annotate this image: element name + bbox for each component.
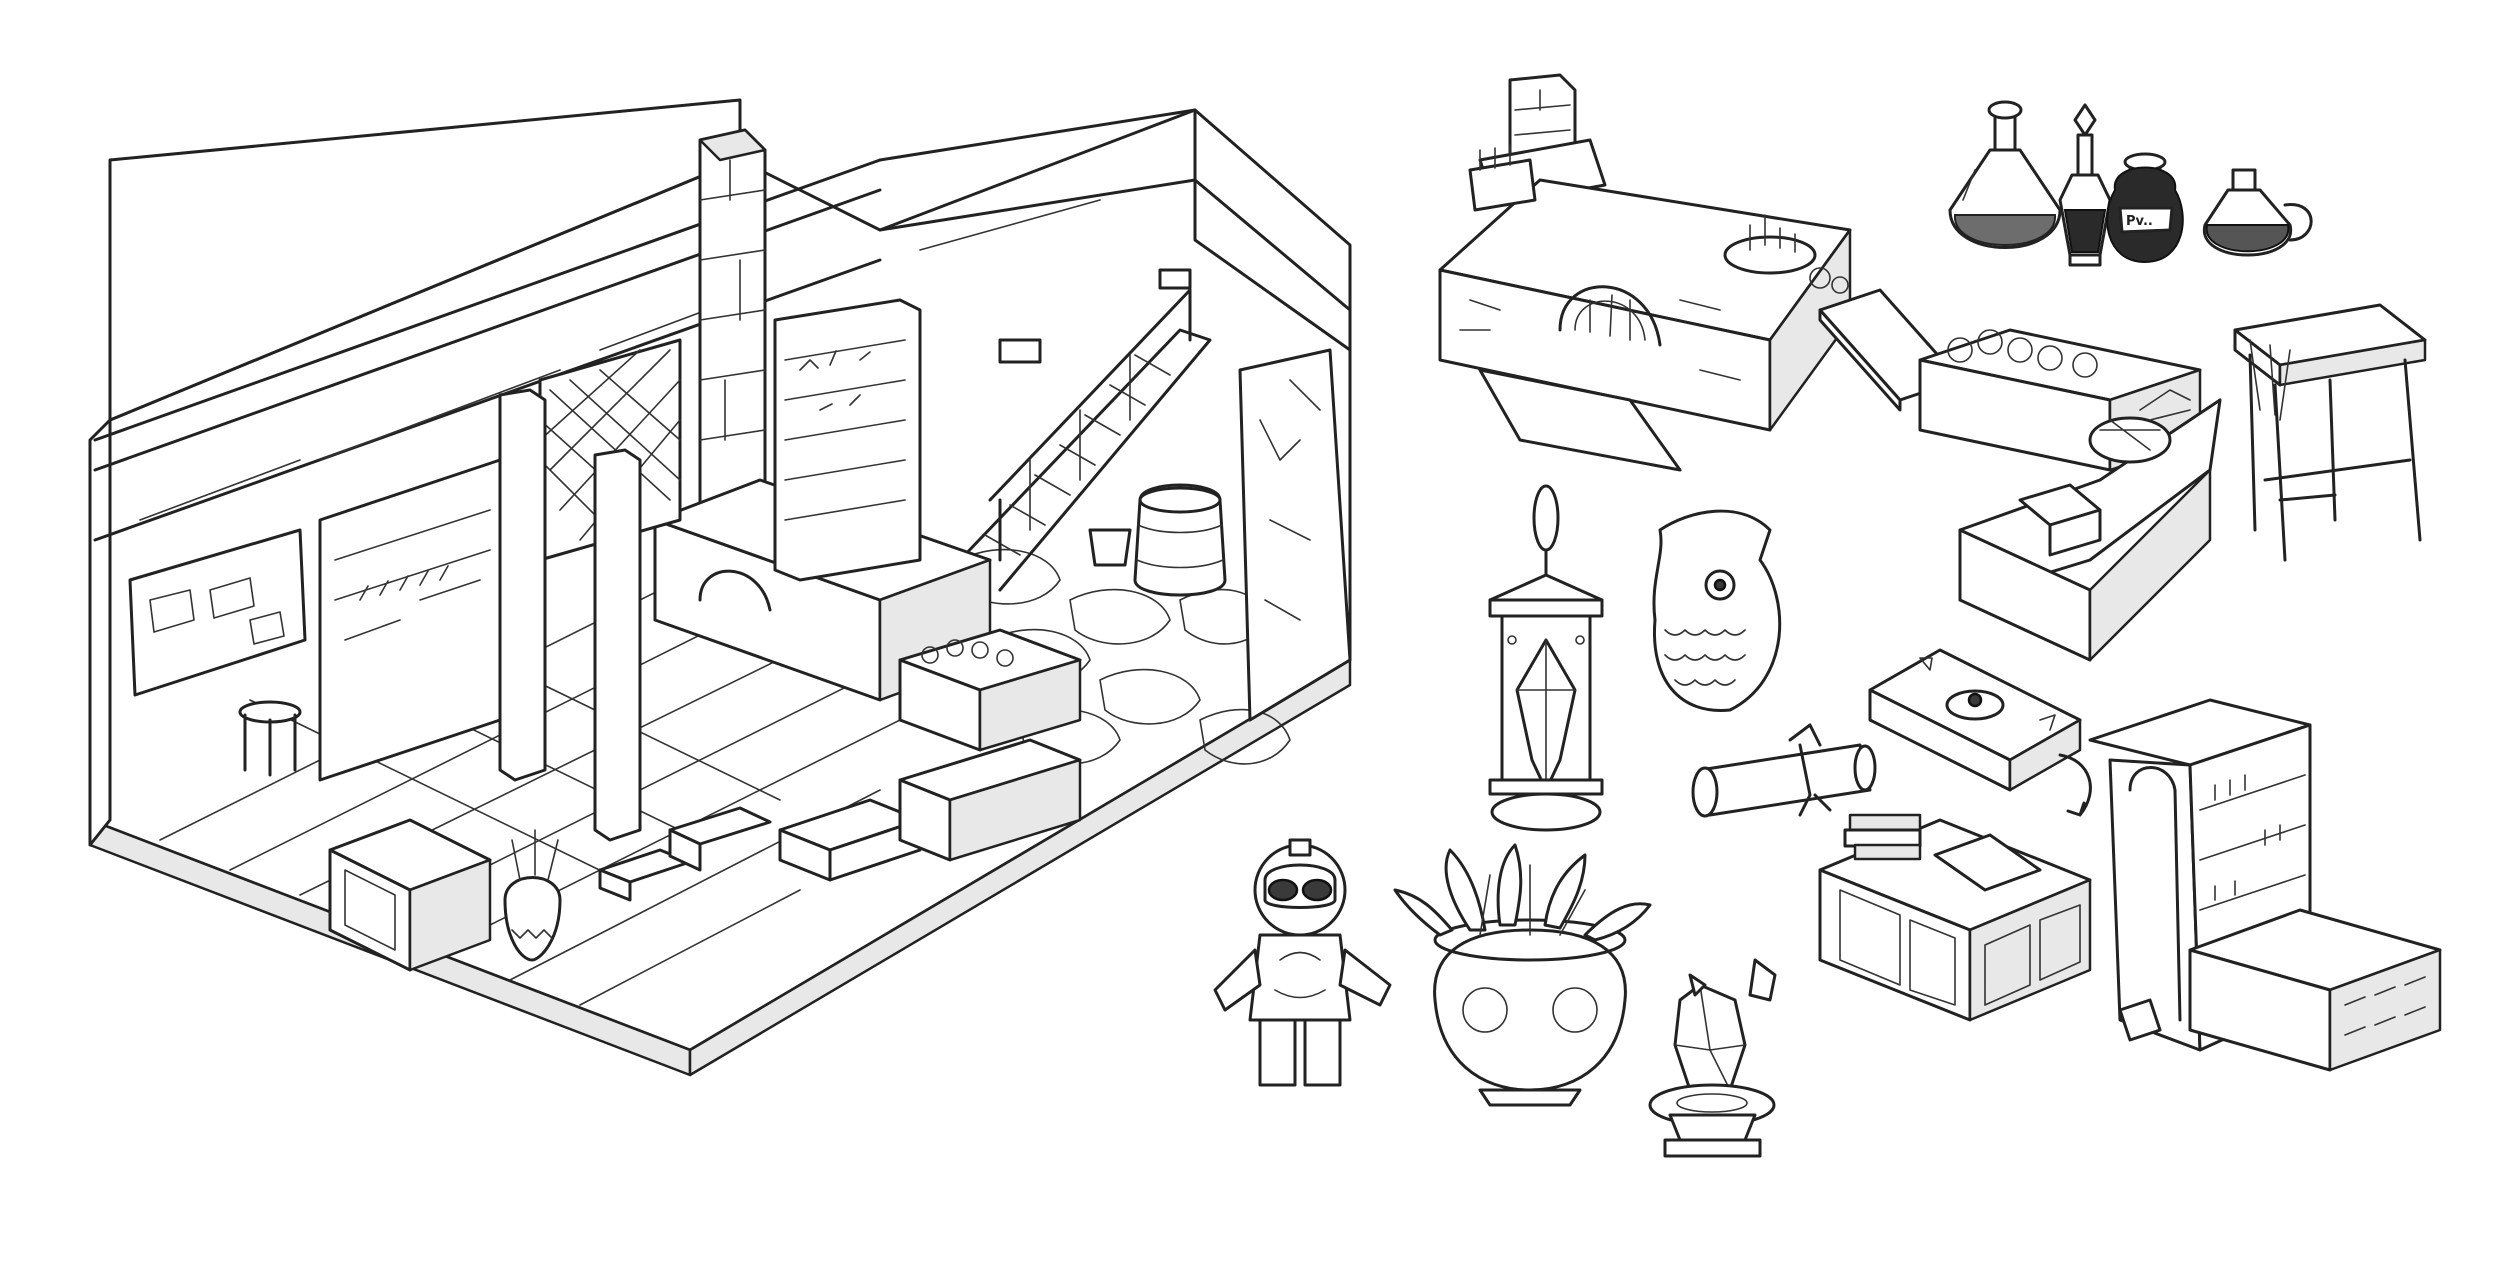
bookshelf-cabinet	[2088, 698, 2442, 1072]
potted-plant	[1393, 843, 1652, 1107]
chimney	[698, 128, 767, 542]
spell-book	[1868, 648, 2092, 817]
golem-figure	[1213, 838, 1392, 1087]
barrel	[1133, 483, 1227, 597]
fish-vase	[1652, 509, 1782, 712]
potion-jug	[2203, 168, 2313, 257]
hanging-lantern	[1488, 484, 1604, 832]
room-produce	[778, 628, 1082, 882]
hearth-counter	[1438, 73, 1962, 472]
staircase	[958, 288, 1212, 592]
bar-stool	[2233, 303, 2427, 562]
potion-flask-round	[1948, 100, 2062, 249]
counter-cabinet	[1818, 813, 2092, 1022]
bottle-label-text: Pv..	[2126, 214, 2153, 229]
scroll	[1691, 723, 1877, 818]
small-stool	[238, 700, 302, 777]
work-bench	[318, 458, 502, 782]
produce-counter	[1918, 328, 2222, 662]
potion-bottle-tall	[2058, 103, 2112, 267]
crystal-pedestal	[1648, 958, 1777, 1158]
potion-jar-labeled: Pv..	[2106, 152, 2184, 264]
room-shelf	[773, 298, 922, 582]
room-cabinet	[328, 818, 492, 972]
room-interior	[88, 98, 1352, 1077]
